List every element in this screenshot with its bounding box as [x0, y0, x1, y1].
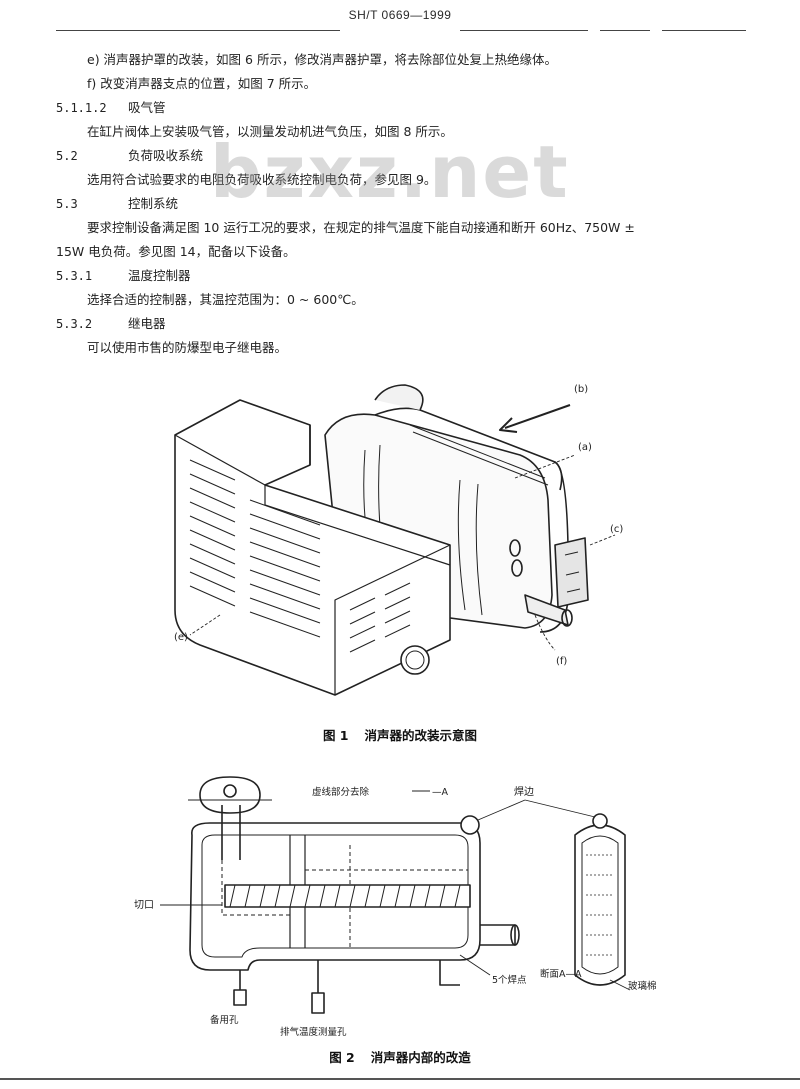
section-number: 5.3.2 [56, 317, 93, 331]
paragraph-temp-controller: 选择合适的控制器，其温控范围为：0 ~ 600℃。 [87, 292, 364, 307]
fig1-label-e: (e) [174, 632, 188, 643]
figure-2-title: 消声器内部的改造 [370, 1050, 471, 1065]
section-title: 温度控制器 [128, 268, 191, 283]
section-heading-5-1-1-2: 5.1.1.2 吸气管 [56, 100, 166, 116]
figure-2-number: 图 2 [329, 1050, 355, 1065]
standard-code: SH/T 0669—1999 [348, 8, 452, 22]
fig2-label-glass-wool: 玻璃棉 [628, 980, 657, 992]
fig2-label-temp-hole: 排气温度测量孔 [280, 1026, 347, 1038]
fig2-label-a-mark: —A [432, 787, 449, 798]
section-heading-5-3-2: 5.3.2 继电器 [56, 316, 166, 332]
paragraph-control-continued: 15W 电负荷。参见图 14，配备以下设备。 [56, 244, 296, 259]
figure-1-muffler-illustration: (b) (a) (c) (e) (f) [174, 384, 623, 696]
section-heading-5-2: 5.2 负荷吸收系统 [56, 148, 203, 164]
fig2-label-cut-note: 虚线部分去除 [312, 786, 370, 798]
figure-1-number: 图 1 [322, 728, 349, 743]
paragraph-f: f) 改变消声器支点的位置，如图 7 所示。 [87, 76, 317, 91]
figure-2-caption: 图 2 消声器内部的改造 [0, 1047, 800, 1066]
fig1-label-b: (b) [574, 384, 588, 395]
section-number: 5.3 [56, 197, 78, 211]
fig2-label-backup-hole: 备用孔 [210, 1014, 239, 1026]
header-rule-gap [340, 27, 460, 33]
fig2-label-weld-edge: 焊边 [514, 786, 534, 798]
section-title: 控制系统 [128, 196, 179, 211]
paragraph-intake-pipe: 在缸片阀体上安装吸气管，以测量发动机进气负压，如图 8 所示。 [87, 124, 453, 139]
footer-rule [0, 1078, 800, 1080]
figure-1-title: 消声器的改装示意图 [364, 728, 478, 743]
fig2-label-section: 断面A—A [540, 968, 582, 980]
paragraph-relay: 可以使用市售的防爆型电子继电器。 [87, 340, 288, 355]
section-number: 5.3.1 [56, 269, 93, 283]
section-title: 吸气管 [128, 100, 166, 115]
section-number: 5.2 [56, 149, 78, 163]
fig2-label-cut: 切口 [134, 899, 154, 911]
paragraph-load-system: 选用符合试验要求的电阻负荷吸收系统控制电负荷，参见图 9。 [87, 172, 437, 187]
section-title: 负荷吸收系统 [128, 148, 204, 163]
fig2-label-welds: 5个焊点 [492, 974, 527, 986]
fig1-label-a: (a) [578, 442, 592, 453]
section-title: 继电器 [128, 316, 166, 331]
paragraph-e: e) 消声器护罩的改装，如图 6 所示，修改消声器护罩，将去除部位处复上热绝缘体… [87, 52, 557, 67]
figure-2-muffler-cross-section: 虚线部分去除 —A 焊边 切口 5个焊点 断面A—A 玻璃棉 备用孔 排气温度测… [134, 776, 657, 1038]
section-number: 5.1.1.2 [56, 101, 107, 115]
paragraph-control-requirements: 要求控制设备满足图 10 运行工况的要求，在规定的排气温度下能自动接通和断开 6… [87, 220, 635, 235]
header-rule-gap [650, 27, 662, 33]
header-rule-gap [588, 27, 600, 33]
fig1-label-c: (c) [610, 524, 623, 535]
figure-1-caption: 图 1 消声器的改装示意图 [0, 725, 800, 744]
section-heading-5-3: 5.3 控制系统 [56, 196, 178, 212]
fig1-label-f: (f) [556, 656, 567, 667]
watermark-text: bzxz.net [210, 130, 570, 214]
section-heading-5-3-1: 5.3.1 温度控制器 [56, 268, 191, 284]
